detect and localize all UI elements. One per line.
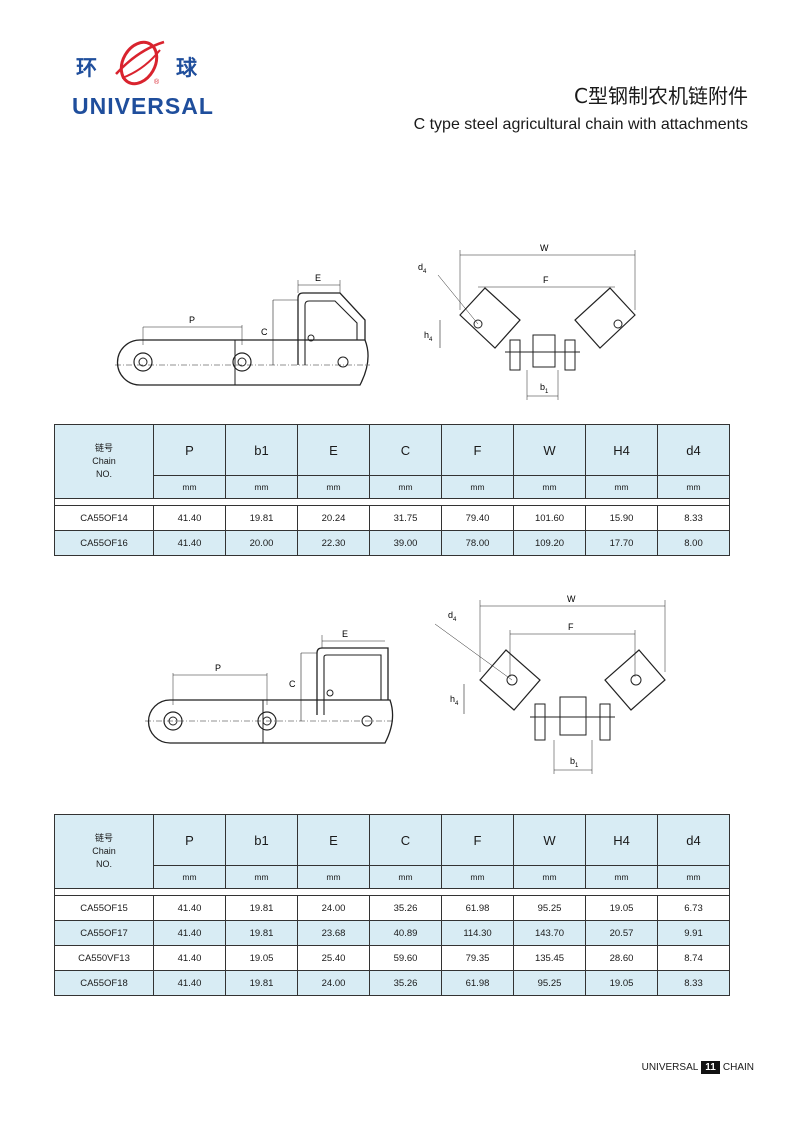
unit-cell: mm (441, 475, 514, 499)
unit-cell: mm (297, 475, 370, 499)
col-header: E (297, 814, 370, 866)
unit-cell: mm (657, 865, 730, 889)
dim-d4: d4 (448, 610, 457, 623)
col-header: H4 (585, 814, 658, 866)
dim-h4: h4 (424, 330, 433, 343)
dim-h4: h4 (450, 694, 459, 707)
logo-cn-right: 球 (176, 56, 197, 80)
col-header: F (441, 424, 514, 476)
unit-cell: mm (513, 865, 586, 889)
unit-cell: mm (657, 475, 730, 499)
col-header: H4 (585, 424, 658, 476)
dim-e: E (315, 273, 321, 283)
dim-b1: b1 (540, 382, 549, 395)
side-view-diagram-1: P C E (115, 273, 370, 386)
footer-chain: CHAIN (722, 1062, 754, 1073)
dim-w: W (567, 594, 576, 604)
col-header: W (513, 814, 586, 866)
unit-cell: mm (369, 475, 442, 499)
dim-d4: d4 (418, 262, 427, 275)
logo-text: UNIVERSAL (72, 93, 214, 119)
spec-table-2: 链号 Chain NO. P b1 E C F W H4 d4 mm mm mm… (54, 814, 730, 996)
dim-c: C (261, 327, 268, 337)
svg-text:®: ® (154, 78, 160, 86)
dim-e: E (342, 629, 348, 639)
page-number: 11 (701, 1061, 720, 1074)
col-header: d4 (657, 814, 730, 866)
unit-cell: mm (441, 865, 514, 889)
col-header: E (297, 424, 370, 476)
logo-cn-left: 环 (76, 56, 97, 80)
dim-c: C (289, 679, 296, 689)
col-header: W (513, 424, 586, 476)
col-header: P (153, 424, 226, 476)
front-view-diagram-1: W F b1 h4 d4 (418, 243, 636, 400)
chain-header: 链号 Chain NO. (54, 814, 154, 889)
col-header: F (441, 814, 514, 866)
unit-cell: mm (225, 865, 298, 889)
side-view-diagram-2: P C E (145, 629, 395, 744)
dim-b1: b1 (570, 756, 579, 769)
col-header: C (369, 424, 442, 476)
chain-header: 链号 Chain NO. (54, 424, 154, 499)
unit-cell: mm (153, 475, 226, 499)
col-header: C (369, 814, 442, 866)
dim-f: F (568, 622, 574, 632)
dim-p: P (215, 663, 221, 673)
front-view-diagram-2: W F b1 h4 d4 (434, 594, 666, 774)
unit-cell: mm (297, 865, 370, 889)
footer-brand: UNIVERSAL (641, 1062, 699, 1073)
page-footer: UNIVERSAL 11 CHAIN (642, 1061, 754, 1074)
unit-cell: mm (369, 865, 442, 889)
brand-logo: 环 ® 球 UNIVERSAL (72, 30, 214, 125)
unit-cell: mm (153, 865, 226, 889)
unit-cell: mm (585, 865, 658, 889)
spec-table-1: 链号 Chain NO. P b1 E C F W H4 d4 mm mm mm… (54, 424, 730, 556)
col-header: b1 (225, 424, 298, 476)
col-header: b1 (225, 814, 298, 866)
dim-w: W (540, 243, 549, 253)
globe-logo-icon: ® (115, 40, 165, 86)
col-header: d4 (657, 424, 730, 476)
dim-p: P (189, 315, 195, 325)
unit-cell: mm (225, 475, 298, 499)
unit-cell: mm (513, 475, 586, 499)
unit-cell: mm (585, 475, 658, 499)
dim-f: F (543, 275, 549, 285)
page-title-cn: C型钢制农机链附件 (574, 84, 748, 108)
col-header: P (153, 814, 226, 866)
page-title-en: C type steel agricultural chain with att… (413, 116, 748, 133)
